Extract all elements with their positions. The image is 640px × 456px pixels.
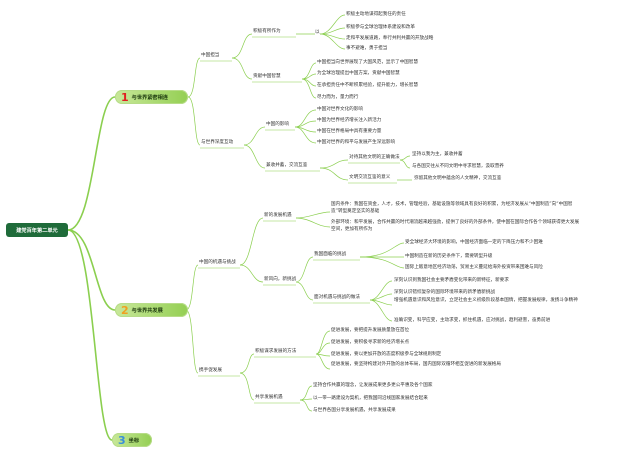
b1-s1a-item: 事不避难，勇于担当: [346, 46, 388, 51]
b1-s2a-item: 中国在世界格局中具有重要力量: [317, 129, 382, 134]
b2-s2b-item: 与世界各国分享发展机遇，共享发展成果: [313, 408, 396, 413]
b2-s1b1: 我国面临的挑战: [314, 252, 347, 257]
b1-s1b-item: 在承担责任中不断积累经验，提升能力，增长智慧: [317, 83, 419, 88]
b1-s1a-item: 积极参与全球治理体系建设和改革: [346, 25, 415, 30]
branch-1-label: 与世界紧密相连: [131, 94, 168, 101]
b1-s2a-item: 中国为世界经济增长注入新活力: [317, 118, 382, 123]
branch-2[interactable]: 2 与世界共发展: [115, 303, 188, 317]
b2-s1b2: 面对机遇与挑战的做法: [314, 295, 360, 300]
b2-s1b1-item: 受全球经济大环境的影响，中国经济面临一定的下降压力和不少困难: [405, 240, 543, 245]
b2-s1b1-item: 国际上敌意地区经济动荡，贸易主义蔓延给海外投资带来困难与风险: [405, 265, 543, 270]
b1-s2a-item: 中国对世界文化的影响: [317, 107, 363, 112]
branch-3[interactable]: 3 坐标: [112, 433, 152, 447]
branch-1[interactable]: 1 与世界紧密相连: [115, 90, 188, 104]
b2-s1a-item: 外部环境：和平发展，合作共赢的时代潮流越来越强劲，提供了良好的外部条件，使中国在…: [331, 220, 580, 232]
branch-1-number: 1: [121, 90, 129, 104]
b2-s2b-item: 坚持合作共赢的理念，让发展成果更多更公平惠及各个国家: [313, 383, 433, 388]
b2-s1a: 新的发展机遇: [264, 213, 292, 218]
b1-s1a-item: 走和平发展道路，奉行共利共赢的开放战略: [346, 36, 434, 41]
b1-s1b-item: 中国担当向世界展现了大国风范，显示了中国智慧: [317, 60, 419, 65]
branch-2-number: 2: [121, 303, 129, 317]
b1-s1a: 积极有所作为: [253, 29, 281, 34]
b1-s2b: 兼收并蓄，交流互鉴: [266, 163, 308, 168]
b1-s1b-item: 尽力而为，量力而行: [317, 95, 359, 100]
b2-s2a-item: 促进发展，要积极寻求新的经济增长点: [331, 340, 410, 345]
b2-s1b2-item: 增强机遇意识和风险意识，立足社会主义初级阶段基本国情，把握发展规律，发扬斗争精神: [394, 298, 578, 303]
b2-s1b2-item: 深刻认识到我国社会主要矛盾变化带来的新特征，新要求: [394, 278, 509, 283]
b1-s1a-k: 以: [315, 30, 320, 35]
b1-s2: 与世界深度互动: [201, 140, 234, 145]
b2-s2: 携手促发展: [199, 368, 222, 373]
b2-s1b: 新风向，新挑战: [264, 277, 297, 282]
b1-s1: 中国担当: [201, 53, 220, 58]
b1-s1b-item: 为全球治理提出中国方案，贡献中国智慧: [317, 71, 400, 76]
b1-s2a: 中国的影响: [266, 122, 289, 127]
branch-3-number: 3: [118, 433, 126, 447]
root-node[interactable]: 建党百年第二单元: [6, 223, 68, 237]
b2-s2a-item: 促进发展，要以更加开放的态度积极参与全球规则制定: [331, 352, 442, 357]
b1-s2b1: 对待其他文明的正确做法: [349, 155, 400, 160]
b2-s1a-item: 国内条件：我国在资金，人才，技术，管理经验，基础设施等领域具有良好的积累，为经济…: [331, 202, 573, 214]
b1-s2b2-item: 弥留其他文明中蕴含的人文精神，交流互鉴: [414, 176, 502, 181]
b1-s2b1-item: 坚持以我为主，兼收并蓄: [412, 152, 463, 157]
b2-s2a-item: 促进发展，要坚持构建对外开放的总体布局，国内国际双循环相互促进的新发展格局: [331, 362, 501, 367]
branch-3-label: 坐标: [128, 437, 140, 444]
b2-s2a: 积极谋求发展的方法: [255, 349, 297, 354]
branch-2-label: 与世界共发展: [131, 307, 163, 314]
b1-s2b2: 文明交流互鉴的意义: [349, 175, 391, 180]
b2-s1b2-item: 准确识变，科学应变，主动求变，抓住机遇，应对挑战，趋利避害，奋勇前进: [394, 318, 551, 323]
b2-s2b-item: 以一带一路建设为契机，把我国同沿线国家发展结合起来: [313, 396, 428, 401]
b2-s2b: 共享发展机遇: [255, 395, 283, 400]
b2-s1: 中国的机遇与挑战: [199, 260, 236, 265]
b1-s2a-item: 中国对世界的和平与发展产生深远影响: [317, 140, 396, 145]
b1-s1a-item: 积极主动地谋得起我任的责任: [346, 12, 406, 17]
b2-s2a-item: 促进发展，要把提升发展质量放在首位: [331, 328, 410, 333]
b2-s1b2-item: 深刻认识错综复杂的国际环境带来的新矛盾新挑战: [394, 290, 496, 295]
root-label: 建党百年第二单元: [16, 227, 58, 234]
b1-s1b: 贡献中国智慧: [253, 74, 281, 79]
b1-s2b1-item: 与各国交往从不同文明中寻求智慧，汲取营养: [412, 164, 504, 169]
b2-s1b1-item: 中国制造在新的历史条件下，需要转型升级: [405, 254, 493, 259]
